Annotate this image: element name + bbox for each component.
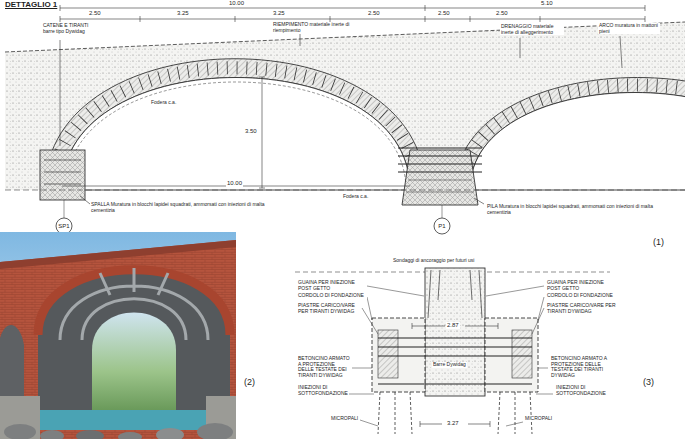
- dimension-line: [412, 323, 498, 329]
- dywidag-bars: [378, 338, 532, 384]
- arch-opening: [470, 93, 685, 191]
- brick-wall: [0, 240, 236, 439]
- note: Sondaggi di ancoraggio per futuri usi: [392, 258, 475, 264]
- pier: [402, 150, 478, 205]
- tag: P1: [434, 223, 450, 230]
- note: ARCO muratura in mattoni pieni: [598, 23, 660, 34]
- dimension: 3.25: [272, 10, 286, 17]
- note: MICROPALI: [330, 416, 359, 422]
- note: CATENE E TIRANTI barre tipo Dywidag: [42, 23, 100, 34]
- foundation-block: [372, 318, 425, 392]
- arch-opening: [0, 325, 24, 405]
- dimension: 3.25: [176, 10, 190, 17]
- dimension: 2.50: [367, 10, 381, 17]
- dimension-line: [259, 77, 265, 188]
- note: CORDOLO DI FONDAZIONE: [546, 293, 618, 299]
- note: PILA Muratura in blocchi lapidei squadra…: [486, 204, 676, 215]
- leader-line: [349, 286, 553, 426]
- panel-number: (1): [652, 237, 665, 247]
- tag-circle: [56, 218, 72, 234]
- note: CORDOLO DI FONDAZIONE: [297, 293, 367, 299]
- anchor-plate: [512, 330, 532, 378]
- dimension: 2.50: [495, 10, 509, 17]
- micropiles: [378, 392, 532, 434]
- leader-line: [64, 200, 442, 218]
- anchor-bars: [462, 85, 685, 190]
- note: SPALLA Muratura in blocchi lapidei squad…: [90, 202, 290, 213]
- foundation-block: [485, 318, 538, 392]
- arch-ring: [455, 78, 685, 191]
- note: INIEZIONI DI SOTTOFONDAZIONE: [555, 385, 613, 396]
- water: [40, 410, 206, 430]
- road-line: [5, 22, 685, 52]
- panel-number: (3): [642, 377, 655, 387]
- note: PIASTRE CARICO/VARE PER TIRANTI DYWIDAG: [297, 303, 361, 314]
- note: GUAINA PER INIEZIONE POST GETTO: [297, 280, 367, 291]
- abutment: [40, 150, 85, 200]
- parapet: [0, 240, 236, 269]
- anchor-bars: [53, 68, 418, 190]
- stone-pier: [0, 396, 40, 439]
- tag: SP1: [56, 223, 72, 230]
- arch-opening: [62, 78, 410, 191]
- note: PIASTRE CARICO/VARE PER TIRANTI DYWIDAG: [546, 303, 618, 314]
- dimension: 2.50: [88, 10, 102, 17]
- dimension-line: [60, 5, 645, 11]
- tie-bars: [44, 160, 81, 184]
- anchor-bars: [428, 270, 482, 318]
- note: BETONCINO ARMATO A PROTEZIONE DELLE TEST…: [550, 356, 612, 378]
- dimension: 5.10: [540, 0, 554, 7]
- lining-line: [66, 82, 406, 190]
- dimension: 10.00: [226, 180, 243, 187]
- arch-ring: [45, 59, 425, 190]
- note: GUAINA PER INIEZIONE POST GETTO: [546, 280, 618, 291]
- tag-circle: [434, 218, 450, 234]
- pier-shaft: [425, 268, 485, 396]
- note: INIEZIONI DI SOTTOFONDAZIONE: [297, 385, 349, 396]
- dimension: 2.87: [446, 322, 460, 329]
- view-through: [92, 313, 176, 421]
- note: RIEMPIMENTO materiale inerte di riempime…: [272, 22, 358, 33]
- dimension: 10.00: [228, 0, 245, 7]
- bridge-render: [0, 232, 236, 439]
- tie-bars: [398, 148, 482, 172]
- rocks: [4, 423, 233, 439]
- note: MICROPALI: [524, 416, 553, 422]
- note: Fodera c.a.: [150, 100, 177, 106]
- anchor-plate: [378, 330, 398, 378]
- springing-line: [5, 190, 685, 191]
- note: Fodera c.a.: [342, 194, 369, 200]
- leader-line: [60, 34, 622, 204]
- dimension-line: [420, 421, 490, 427]
- dimension: 2.50: [437, 10, 451, 17]
- note: DRENAGGIO materiale inerte di alleggerim…: [500, 24, 564, 35]
- panel-number: (2): [243, 377, 256, 387]
- bridge-section: [5, 5, 685, 234]
- note: Barre Dywidag: [432, 362, 467, 368]
- sky: [0, 232, 236, 439]
- drawing-title: DETTAGLIO 1: [4, 1, 58, 10]
- dimension: 3.50: [244, 128, 258, 135]
- note: BETONCINO ARMATO A PROTEZIONE DELLE TEST…: [297, 356, 352, 378]
- dimension: 3.27: [446, 420, 460, 427]
